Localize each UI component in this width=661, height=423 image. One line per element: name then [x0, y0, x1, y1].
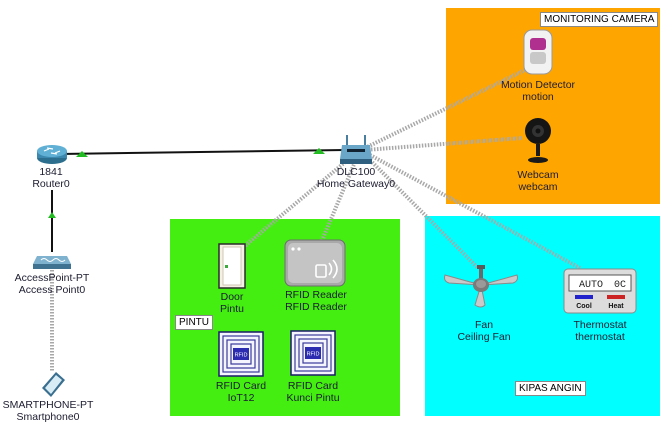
link-endpoint [48, 212, 56, 218]
webcam-label: Webcam webcam [517, 169, 558, 193]
thermostat-type: Thermostat [573, 319, 627, 331]
thermostat-icon: AUTO 0C Cool Heat [563, 268, 637, 314]
rfid-card-kunci-name: Kunci Pintu [286, 392, 340, 404]
motion-detector-type: Motion Detector [500, 79, 576, 91]
rfid-card-iot12-name: IoT12 [227, 392, 255, 404]
home-gateway-label: DLC100 Home Gateway0 [317, 166, 395, 190]
thermostat-device[interactable]: AUTO 0C Cool Heat [563, 268, 637, 314]
monitoring-camera-label: MONITORING CAMERA [540, 12, 659, 27]
webcam-icon [525, 118, 551, 163]
rfid-card-kunci-label: RFID Card Kunci Pintu [286, 380, 339, 404]
rfid-reader-label: RFID Reader RFID Reader [285, 289, 347, 313]
wireless-link-webcam [364, 136, 523, 152]
wired-link-router-gateway [59, 149, 346, 155]
wireless-link-rfid-reader [316, 161, 357, 251]
router-label: 1841 Router0 [32, 166, 69, 190]
rfid-card-kunci-device[interactable]: RFID [290, 330, 336, 376]
thermostat-name: thermostat [575, 331, 625, 343]
door-icon [218, 243, 246, 289]
link-endpoint [313, 148, 325, 154]
wireless-link-fan [366, 156, 480, 270]
door-device[interactable] [218, 243, 246, 289]
webcam-device[interactable] [522, 117, 554, 165]
thermostat-cool-text: Cool [576, 303, 592, 310]
link-endpoint [76, 151, 88, 157]
ceiling-fan-icon [444, 265, 518, 308]
access-point-device[interactable] [33, 252, 71, 270]
access-point-label: AccessPoint-PT Access Point0 [15, 272, 90, 296]
thermostat-mode-text: AUTO [579, 280, 603, 291]
door-label: Door Pintu [220, 291, 244, 315]
webcam-type: Webcam [517, 169, 559, 181]
smartphone-device[interactable] [38, 370, 68, 400]
rfid-reader-name: RFID Reader [285, 301, 347, 313]
rfid-reader-device[interactable] [284, 239, 346, 287]
router-model: 1841 [39, 166, 63, 178]
home-gateway-icon [340, 135, 372, 164]
rfid-chip-text: RFID [235, 353, 248, 359]
webcam-name: webcam [518, 181, 558, 193]
rfid-card-icon: RFID [290, 330, 336, 376]
motion-detector-icon [523, 29, 553, 75]
ceiling-fan-device[interactable] [441, 263, 521, 309]
smartphone-label: SMARTPHONE-PT Smartphone0 [3, 399, 94, 423]
access-point-name: Access Point0 [18, 284, 86, 296]
rfid-card-iot12-device[interactable]: RFID [218, 331, 264, 377]
home-gateway-model: DLC100 [336, 166, 376, 178]
door-type: Door [220, 291, 244, 303]
smartphone-name: Smartphone0 [16, 411, 80, 423]
router-icon [37, 145, 67, 164]
thermostat-label: Thermostat thermostat [573, 319, 626, 343]
door-name: Pintu [220, 303, 244, 315]
pintu-label: PINTU [175, 315, 213, 330]
ceiling-fan-type: Fan [474, 319, 494, 331]
access-point-icon [33, 256, 71, 269]
rfid-card-iot12-label: RFID Card IoT12 [216, 380, 266, 404]
wireless-link-motion [364, 68, 526, 150]
smartphone-icon [42, 372, 65, 397]
smartphone-model: SMARTPHONE-PT [2, 399, 94, 411]
wireless-link-thermostat [369, 153, 581, 270]
ceiling-fan-name: Ceiling Fan [457, 331, 511, 343]
rfid-card-icon: RFID [218, 331, 264, 377]
motion-detector-name: motion [522, 91, 554, 103]
thermostat-temp-text: 0C [614, 280, 626, 291]
kipas-angin-label: KIPAS ANGIN [515, 381, 586, 396]
rfid-card-kunci-type: RFID Card [287, 380, 339, 392]
rfid-chip-text: RFID [307, 352, 320, 358]
home-gateway-name: Home Gateway0 [316, 178, 396, 190]
access-point-model: AccessPoint-PT [14, 272, 90, 284]
ceiling-fan-label: Fan Ceiling Fan [457, 319, 510, 343]
motion-detector-label: Motion Detector motion [501, 79, 575, 103]
motion-detector-device[interactable] [520, 28, 556, 76]
rfid-reader-type: RFID Reader [285, 289, 347, 301]
rfid-reader-icon [284, 239, 346, 287]
home-gateway-device[interactable] [339, 133, 373, 165]
router-name: Router0 [32, 178, 70, 190]
rfid-card-iot12-type: RFID Card [215, 380, 267, 392]
thermostat-heat-text: Heat [608, 303, 624, 310]
router-device[interactable] [35, 142, 69, 166]
monitoring-camera-zone [446, 8, 660, 204]
